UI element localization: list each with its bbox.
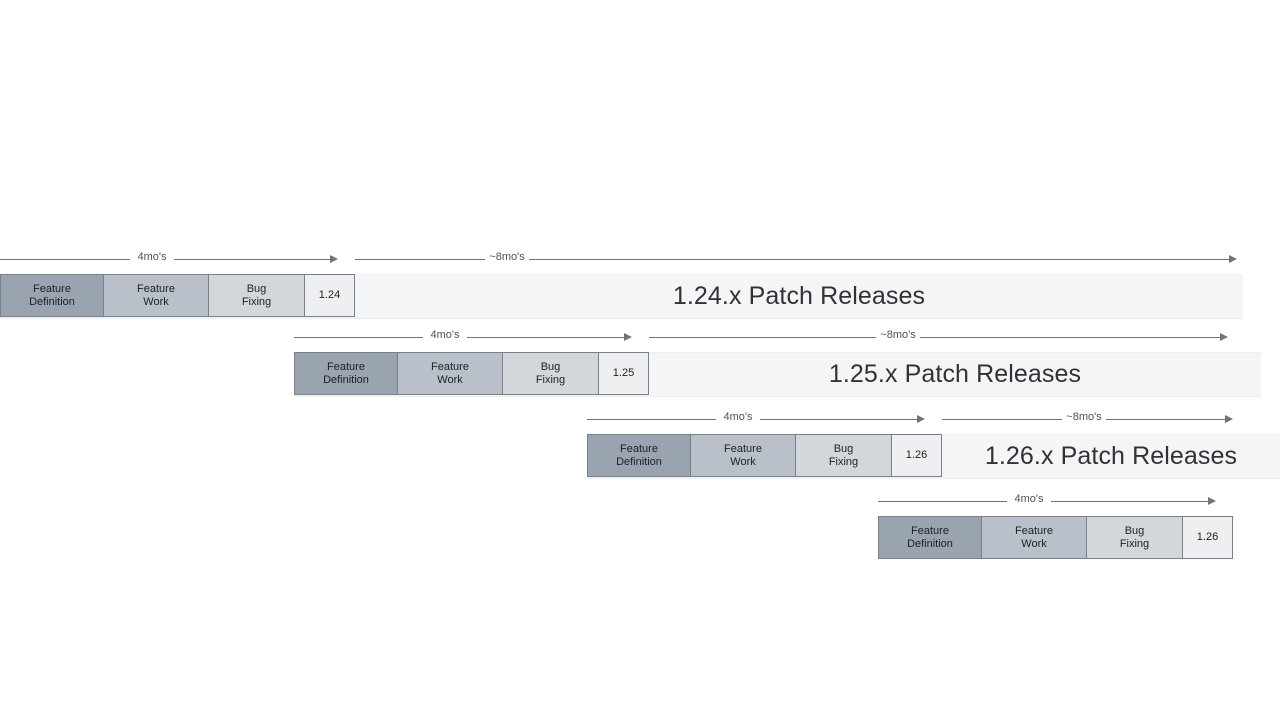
duration-arrows-train-1-25: 4mo's ~8mo's (294, 326, 1280, 348)
phase-label-line2: Definition (29, 295, 75, 308)
patch-release-label: 1.25.x Patch Releases (828, 360, 1082, 388)
phase-label-line2: Work (1021, 537, 1047, 550)
patch-duration-label: ~8mo's (1066, 411, 1102, 423)
phase-label-line1: Feature (137, 282, 175, 295)
phase-label-line2: Definition (616, 455, 662, 468)
patch-duration-line-right (1106, 419, 1225, 420)
duration-arrows-train-1-27: 4mo's (878, 490, 1280, 512)
dev-duration-line-left (294, 337, 423, 338)
version-milestone[interactable]: 1.26 (891, 434, 942, 477)
dev-duration-arrowhead-icon (917, 415, 925, 423)
phase-label-line1: Bug (1124, 524, 1145, 537)
duration-arrows-train-1-26: 4mo's ~8mo's (587, 408, 1280, 430)
version-label: 1.24 (318, 289, 341, 301)
patch-release-label: 1.26.x Patch Releases (984, 442, 1238, 470)
dev-duration-arrowhead-icon (330, 255, 338, 263)
phase-label-line2: Work (730, 455, 756, 468)
phase-label-line1: Feature (327, 360, 365, 373)
phase-label-line1: Bug (246, 282, 267, 295)
phase-label-line1: Feature (1015, 524, 1053, 537)
phase-label-line1: Feature (431, 360, 469, 373)
version-label: 1.25 (612, 367, 635, 379)
patch-duration-arrowhead-icon (1220, 333, 1228, 341)
dev-duration-label: 4mo's (137, 251, 167, 263)
version-label: 1.26 (905, 449, 928, 461)
patch-duration-line-left (355, 259, 485, 260)
version-milestone[interactable]: 1.26 (1182, 516, 1233, 559)
dev-duration-label: 4mo's (1014, 493, 1044, 505)
phase-label-line2: Fixing (1119, 537, 1150, 550)
phase-label-line1: Bug (540, 360, 561, 373)
phase-label-line2: Fixing (535, 373, 566, 386)
duration-arrows-train-1-24: 4mo's ~8mo's (0, 248, 1280, 270)
dev-duration-label: 4mo's (723, 411, 753, 423)
patch-release-label: 1.24.x Patch Releases (672, 282, 926, 310)
dev-duration-arrowhead-icon (624, 333, 632, 341)
phase-label-line2: Definition (907, 537, 953, 550)
phase-label-line2: Work (437, 373, 463, 386)
dev-duration-line-right (1051, 501, 1208, 502)
version-label: 1.26 (1196, 531, 1219, 543)
version-milestone[interactable]: 1.25 (598, 352, 649, 395)
patch-duration-line-right (529, 259, 1229, 260)
phase-label-line2: Definition (323, 373, 369, 386)
dev-duration-line-right (174, 259, 330, 260)
dev-duration-arrowhead-icon (1208, 497, 1216, 505)
dev-duration-line-right (467, 337, 624, 338)
patch-duration-arrowhead-icon (1229, 255, 1237, 263)
patch-duration-line-left (649, 337, 876, 338)
patch-duration-line-left (942, 419, 1062, 420)
patch-duration-arrowhead-icon (1225, 415, 1233, 423)
dev-duration-line-left (0, 259, 130, 260)
dev-duration-line-left (587, 419, 716, 420)
dev-duration-label: 4mo's (430, 329, 460, 341)
phase-label-line1: Bug (833, 442, 854, 455)
patch-duration-label: ~8mo's (489, 251, 525, 263)
phase-label-line2: Fixing (241, 295, 272, 308)
phase-label-line2: Fixing (828, 455, 859, 468)
patch-duration-label: ~8mo's (880, 329, 916, 341)
version-milestone[interactable]: 1.24 (304, 274, 355, 317)
phase-label-line1: Feature (911, 524, 949, 537)
patch-duration-line-right (920, 337, 1220, 338)
dev-duration-line-left (878, 501, 1007, 502)
phase-label-line1: Feature (620, 442, 658, 455)
dev-duration-line-right (760, 419, 917, 420)
phase-label-line1: Feature (724, 442, 762, 455)
phase-label-line2: Work (143, 295, 169, 308)
phase-label-line1: Feature (33, 282, 71, 295)
